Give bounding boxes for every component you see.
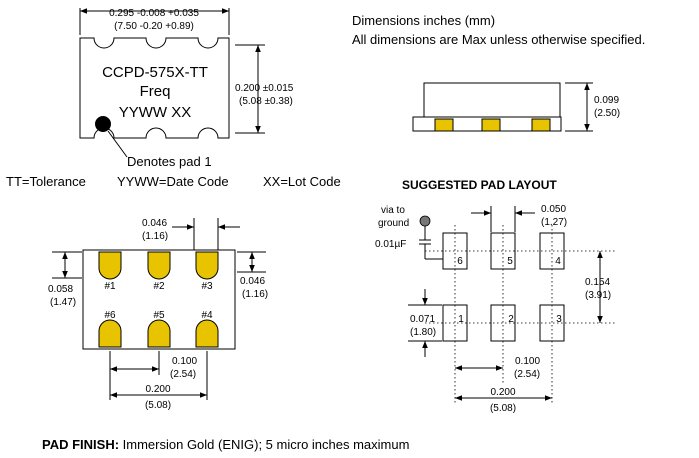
side-pad <box>434 118 454 132</box>
pad-label: #3 <box>201 281 213 292</box>
width-inches: 0.295 -0.008 +0.035 <box>109 8 199 19</box>
width-mm: (7.50 -0.20 +0.89) <box>114 21 194 32</box>
side-pad <box>531 118 551 132</box>
pad-width-mm: (1.16) <box>142 231 168 242</box>
pad-label: #6 <box>104 310 116 321</box>
via-icon <box>419 215 431 227</box>
capacitor-label: 0.01µF <box>375 239 406 250</box>
package-outline <box>79 37 230 139</box>
via-label: via to <box>381 205 405 216</box>
units-note: Dimensions inches (mm) <box>352 13 495 28</box>
pad-label: #5 <box>153 310 165 321</box>
legend-tt: TT=Tolerance <box>6 174 86 189</box>
pad1-note: Denotes pad 1 <box>127 154 212 169</box>
pad-finish-label: PAD FINISH: <box>42 437 119 452</box>
pitch-inches: 0.100 <box>172 356 197 367</box>
pad-5 <box>147 319 171 348</box>
pad-length-mm: (1.47) <box>50 297 76 308</box>
bottom-body <box>82 249 236 350</box>
span-inches: 0.200 <box>145 384 170 395</box>
legend-xx: XX=Lot Code <box>263 174 341 189</box>
pad-width-inches: 0.046 <box>142 218 167 229</box>
top-view: 0.295 -0.008 +0.035 (7.50 -0.20 +0.89) C… <box>79 8 294 169</box>
marking-date-lot: YYWW XX <box>119 104 192 121</box>
layout-pad-height-mm: (1.80) <box>410 327 436 338</box>
side-pad <box>481 118 501 132</box>
pad-length-inches: 0.058 <box>48 284 73 295</box>
bottom-view: 0.046 (1.16) #1 #2 #3 #6 #5 #4 0.058 (1.… <box>48 218 268 411</box>
thickness-mm: (2.50) <box>594 108 620 119</box>
thickness-inches: 0.099 <box>594 95 619 106</box>
side-body <box>423 82 561 118</box>
pad-height-inches: 0.046 <box>240 276 265 287</box>
span-mm: (5.08) <box>145 400 171 411</box>
land-pad-label: 3 <box>556 314 562 325</box>
pad-layout: SUGGESTED PAD LAYOUT 0.050 (1.27) via to… <box>375 178 615 414</box>
legend-yyww: YYWW=Date Code <box>117 174 229 189</box>
height-inches: 0.200 ±0.015 <box>235 83 294 94</box>
layout-span-mm: (5.08) <box>490 403 516 414</box>
via-label: ground <box>378 218 409 229</box>
marking-part-number: CCPD-575X-TT <box>102 64 208 81</box>
pad-4 <box>195 319 219 348</box>
height-mm: (5.08 ±0.38) <box>239 96 293 107</box>
land-pad-label: 6 <box>457 256 463 267</box>
layout-pitch-mm: (2.54) <box>514 369 540 380</box>
leader-line <box>107 130 128 158</box>
pad-1-castellated <box>98 251 122 280</box>
side-view: 0.099 (2.50) <box>412 82 620 132</box>
pad1-dot-icon <box>95 116 111 132</box>
pad-3 <box>195 251 219 280</box>
pad-label: #1 <box>104 281 116 292</box>
layout-span-inches: 0.200 <box>490 387 515 398</box>
pitch-mm: (2.54) <box>170 369 196 380</box>
pad-2 <box>147 251 171 280</box>
row-pitch-inches: 0.154 <box>585 277 610 288</box>
pad-6 <box>98 319 122 348</box>
pad-height-mm: (1.16) <box>242 289 268 300</box>
pad-label: #2 <box>153 281 165 292</box>
layout-pitch-inches: 0.100 <box>515 356 540 367</box>
land-pad-label: 1 <box>458 314 464 325</box>
layout-pad-height-inches: 0.071 <box>410 314 435 325</box>
row-pitch-mm: (3.91) <box>585 290 611 301</box>
land-pad-label: 2 <box>508 314 514 325</box>
land-pad-label: 5 <box>507 256 513 267</box>
pad-finish-note: PAD FINISH: Immersion Gold (ENIG); 5 mic… <box>42 437 409 452</box>
layout-pad-width-mm: (1.27) <box>541 217 567 228</box>
pad-finish-text: Immersion Gold (ENIG); 5 micro inches ma… <box>119 437 409 452</box>
pad-layout-title: SUGGESTED PAD LAYOUT <box>402 178 557 192</box>
pad-label: #4 <box>201 310 213 321</box>
layout-pad-width-inches: 0.050 <box>541 204 566 215</box>
land-pad-label: 4 <box>555 256 561 267</box>
marking-frequency: Freq <box>140 83 171 100</box>
max-note: All dimensions are Max unless otherwise … <box>352 32 645 47</box>
